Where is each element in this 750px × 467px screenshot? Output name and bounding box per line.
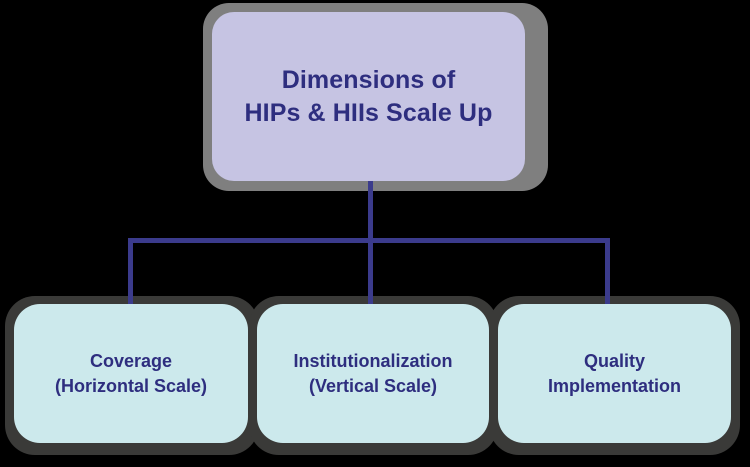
leaf-node-coverage-line-1: Coverage — [89, 351, 173, 372]
connector-drop-coverage — [128, 238, 133, 305]
connector-drop-institutionalization — [368, 238, 373, 305]
leaf-node-label-quality-implementation: Quality Implementation — [538, 349, 691, 398]
leaf-node-label-coverage: Coverage (Horizontal Scale) — [45, 349, 217, 398]
connector-root-stem — [368, 181, 373, 241]
root-node-label-line-2: HIPs & HIIs Scale Up — [244, 98, 493, 127]
root-node-dimensions-of-scale-up[interactable]: Dimensions of HIPs & HIIs Scale Up — [212, 12, 525, 181]
root-node-label: Dimensions of HIPs & HIIs Scale Up — [235, 64, 503, 129]
connector-drop-quality-implementation — [605, 238, 610, 305]
root-node-label-line-1: Dimensions of — [281, 66, 456, 94]
leaf-node-quality-implementation-line-1: Quality — [583, 351, 645, 372]
leaf-node-institutionalization-line-1: Institutionalization — [293, 351, 453, 372]
leaf-node-label-institutionalization: Institutionalization (Vertical Scale) — [284, 349, 463, 398]
leaf-node-coverage[interactable]: Coverage (Horizontal Scale) — [14, 304, 248, 443]
leaf-node-institutionalization[interactable]: Institutionalization (Vertical Scale) — [257, 304, 489, 443]
leaf-node-quality-implementation-line-2: Implementation — [547, 375, 681, 396]
leaf-node-quality-implementation[interactable]: Quality Implementation — [498, 304, 731, 443]
leaf-node-institutionalization-line-2: (Vertical Scale) — [308, 375, 438, 396]
leaf-node-coverage-line-2: (Horizontal Scale) — [54, 375, 208, 396]
